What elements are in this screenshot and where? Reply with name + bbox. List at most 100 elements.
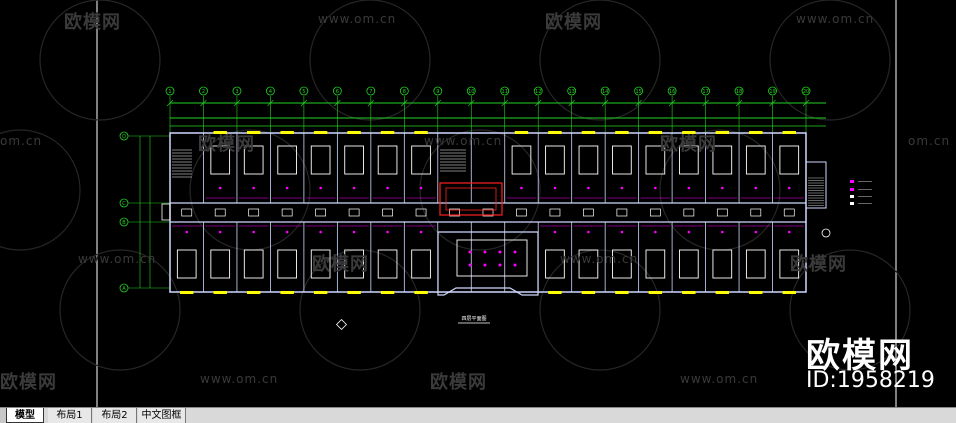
axis-bubble xyxy=(667,86,677,96)
window xyxy=(514,131,529,134)
window xyxy=(749,291,763,294)
tab-layout-2[interactable]: 布局2 xyxy=(93,408,137,423)
axis-label: 9 xyxy=(436,89,439,95)
furniture-bed xyxy=(779,249,800,279)
power-outlet xyxy=(352,230,356,234)
atrium-void-inner xyxy=(445,187,497,211)
dimension-tick xyxy=(735,99,743,107)
power-outlet xyxy=(419,186,423,190)
window xyxy=(380,131,395,134)
hall-ceiling-grid xyxy=(456,239,528,277)
axis-bubble xyxy=(332,86,342,96)
window xyxy=(313,131,328,134)
dimension-tick xyxy=(568,99,575,107)
axis-label: 2 xyxy=(202,89,205,95)
furniture-bed xyxy=(310,249,331,279)
window xyxy=(313,291,328,294)
axis-label: 7 xyxy=(369,89,372,95)
window xyxy=(682,131,696,134)
corridor-light xyxy=(750,208,762,217)
furniture-bed xyxy=(243,249,264,279)
axis-label: 15 xyxy=(635,89,641,95)
tab-model[interactable]: 模型 xyxy=(6,408,44,423)
watermark-circle xyxy=(309,0,431,121)
legend-symbol xyxy=(850,188,854,191)
axis-bubble xyxy=(119,131,129,141)
tab-chinese-frame[interactable]: 中文图框 xyxy=(138,408,186,423)
compass-symbol xyxy=(335,318,348,331)
watermark-circle xyxy=(539,0,661,121)
hall-light xyxy=(468,263,472,267)
power-outlet xyxy=(419,230,423,234)
tab-scroll-handle[interactable] xyxy=(0,408,6,423)
axis-label: D xyxy=(122,134,126,140)
watermark-circle xyxy=(419,129,541,251)
window xyxy=(414,131,428,134)
dimension-tick xyxy=(769,99,776,107)
furniture-bed xyxy=(277,145,297,175)
window xyxy=(648,131,663,134)
power-outlet xyxy=(754,230,758,234)
power-outlet xyxy=(386,186,389,190)
window xyxy=(380,291,395,294)
watermark-circle xyxy=(769,0,891,121)
exterior-wall xyxy=(169,132,807,293)
hall-light xyxy=(513,263,517,267)
dimension-tick xyxy=(166,99,174,107)
power-outlet xyxy=(520,186,523,190)
layout-tab-bar: 模型 布局1 布局2 中文图框 xyxy=(0,407,956,423)
axis-bubble xyxy=(433,86,443,96)
legend-symbol xyxy=(850,202,854,205)
dimension-tick xyxy=(367,99,375,107)
power-outlet xyxy=(721,230,724,234)
axis-label: 6 xyxy=(336,89,339,95)
power-outlet xyxy=(285,230,289,234)
window xyxy=(615,291,629,294)
axis-bubble xyxy=(768,86,777,96)
window xyxy=(548,291,562,294)
corridor-light xyxy=(415,208,427,217)
power-outlet xyxy=(787,186,791,190)
hall-light xyxy=(498,263,502,267)
dimension-tick xyxy=(702,99,709,107)
furniture-bed xyxy=(344,249,364,279)
power-outlet xyxy=(754,186,758,190)
tab-layout-1[interactable]: 布局1 xyxy=(48,408,92,423)
power-outlet xyxy=(185,230,189,234)
window xyxy=(280,131,294,134)
axis-bubble xyxy=(801,86,811,96)
dimension-tick xyxy=(267,99,274,107)
corridor-light xyxy=(214,208,226,217)
window xyxy=(180,291,194,294)
central-hall xyxy=(437,231,539,296)
power-outlet xyxy=(352,186,356,190)
corridor-light xyxy=(583,208,594,217)
north-arrow xyxy=(821,228,831,238)
axis-label: 8 xyxy=(403,89,406,95)
axis-bubble xyxy=(701,86,710,96)
dimension-tick xyxy=(501,99,508,107)
axis-bubble xyxy=(232,86,242,96)
furniture-bed xyxy=(578,249,599,279)
power-outlet xyxy=(787,230,791,234)
corridor-light xyxy=(783,208,795,217)
dimension-tick xyxy=(334,99,341,107)
dimension-tick xyxy=(468,99,475,107)
window xyxy=(246,131,261,134)
window xyxy=(782,131,796,134)
hall-light xyxy=(513,250,517,254)
axis-bubble xyxy=(165,86,175,96)
power-outlet xyxy=(587,230,590,234)
power-outlet xyxy=(620,186,624,190)
axis-label: B xyxy=(122,220,126,226)
legend-symbol xyxy=(850,195,854,198)
corridor-light xyxy=(482,208,494,217)
window xyxy=(213,291,227,294)
furniture-bed xyxy=(745,145,766,175)
corridor-light xyxy=(382,208,393,217)
window xyxy=(749,131,763,134)
axis-label: 10 xyxy=(468,89,474,95)
furniture-bed xyxy=(612,249,632,279)
